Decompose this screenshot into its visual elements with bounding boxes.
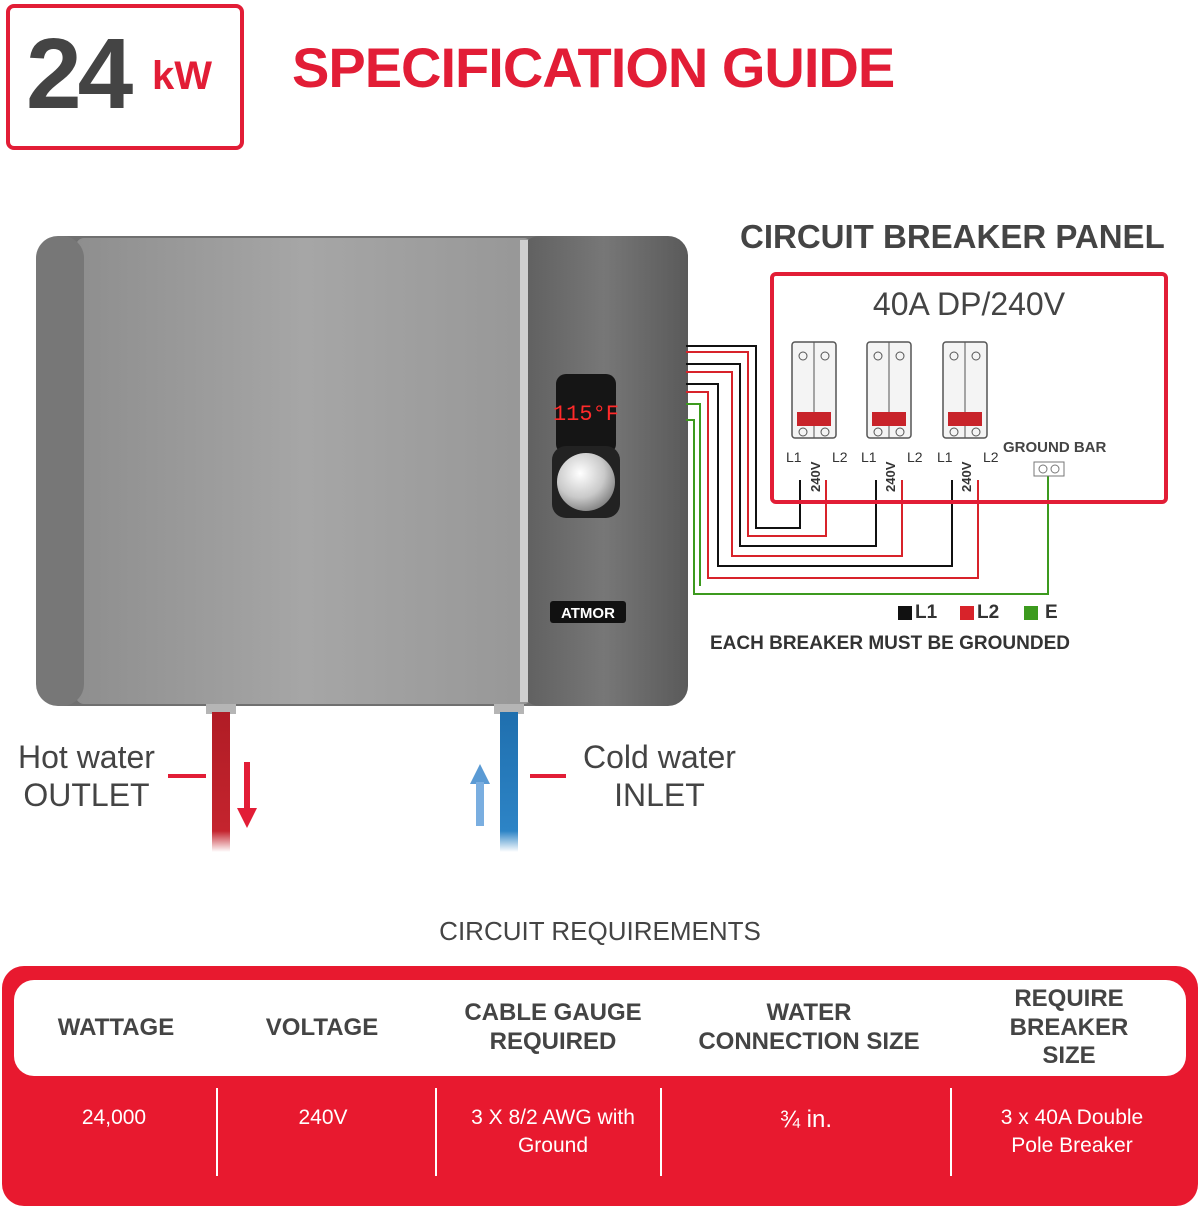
legend-l1-label: L1 [915,602,938,623]
value-breaker-size: 3 x 40A Double Pole Breaker [1000,1106,1144,1158]
requirements-header-row [14,980,1186,1076]
hot-outflow-arrow-icon [237,762,257,828]
legend-e-swatch [1024,606,1038,620]
legend-e-label: E [1045,602,1058,623]
hot-water-label: Hot water OUTLET [18,738,155,815]
column-divider [950,1088,952,1176]
legend-l1-swatch [898,606,912,620]
breaker-panel-title: CIRCUIT BREAKER PANEL [740,218,1165,255]
cold-inflow-arrow-icon [470,764,490,826]
value-cable-gauge: 3 X 8/2 AWG with Ground [471,1106,635,1158]
power-value: 24 [26,18,133,130]
wiring-diagram: 115°F ATMOR [36,236,1065,852]
header-cable-gauge: CABLE GAUGE REQUIRED [464,999,642,1055]
hot-water-line1: Hot water [18,739,155,775]
column-divider [660,1088,662,1176]
temperature-display [556,374,616,454]
header-voltage: VOLTAGE [265,1013,379,1041]
grounding-note: EACH BREAKER MUST BE GROUNDED [710,633,1070,654]
cold-water-line1: Cold water [583,739,736,775]
ground-bar-label: GROUND BAR [1003,439,1107,456]
temperature-knob[interactable] [557,453,615,511]
requirements-title: CIRCUIT REQUIREMENTS [439,916,761,946]
breaker-rating: 40A DP/240V [872,286,1066,322]
breaker-2-l1-label: L1 [861,449,877,465]
wiring-lines [686,345,1049,595]
power-unit: kW [152,54,212,98]
cold-water-pipe [500,712,518,852]
power-rating-box [6,4,244,150]
value-water-connection: ¾ in. [779,1106,833,1133]
breaker-2-l2-label: L2 [907,449,923,465]
value-voltage: 240V [298,1106,348,1129]
header-breaker-size: REQUIRE BREAKER SIZE [1009,984,1129,1070]
header-water-connection: WATER CONNECTION SIZE [698,999,920,1055]
breaker-3-l2-label: L2 [983,449,999,465]
column-divider [435,1088,437,1176]
hot-water-pipe [212,712,230,852]
legend-l2-swatch [960,606,974,620]
value-wattage: 24,000 [81,1106,147,1129]
cold-water-label: Cold water INLET [583,738,736,815]
breaker-1-voltage: 240V [808,461,823,492]
breaker-panel-box [770,272,1168,504]
breaker-3-voltage: 240V [959,461,974,492]
breaker-1-l2-label: L2 [832,449,848,465]
column-divider [216,1088,218,1176]
header-wattage: WATTAGE [57,1013,175,1041]
page-title: SPECIFICATION GUIDE [292,36,895,99]
breaker-1-l1-label: L1 [786,449,802,465]
breaker-2-voltage: 240V [883,461,898,492]
breaker-3 [942,341,988,439]
brand-logo: ATMOR [561,605,615,622]
legend-l2-label: L2 [977,602,1000,623]
display-temperature: 115°F [553,402,619,427]
breaker-2 [866,341,912,439]
cold-water-line2: INLET [614,777,705,814]
breaker-1 [791,341,837,439]
breaker-3-l1-label: L1 [937,449,953,465]
water-heater: 115°F ATMOR [36,236,688,714]
ground-bar [1033,461,1065,477]
hot-water-line2: OUTLET [23,777,150,814]
